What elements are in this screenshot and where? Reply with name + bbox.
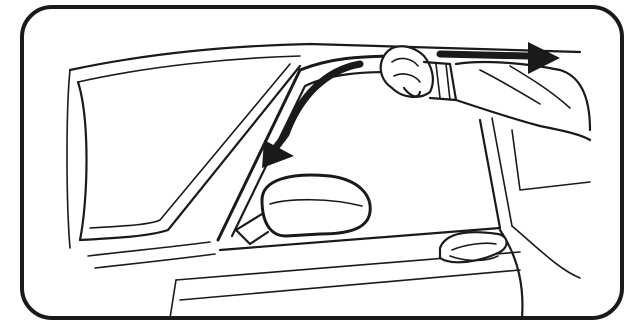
car-window-illustration [0,0,643,325]
